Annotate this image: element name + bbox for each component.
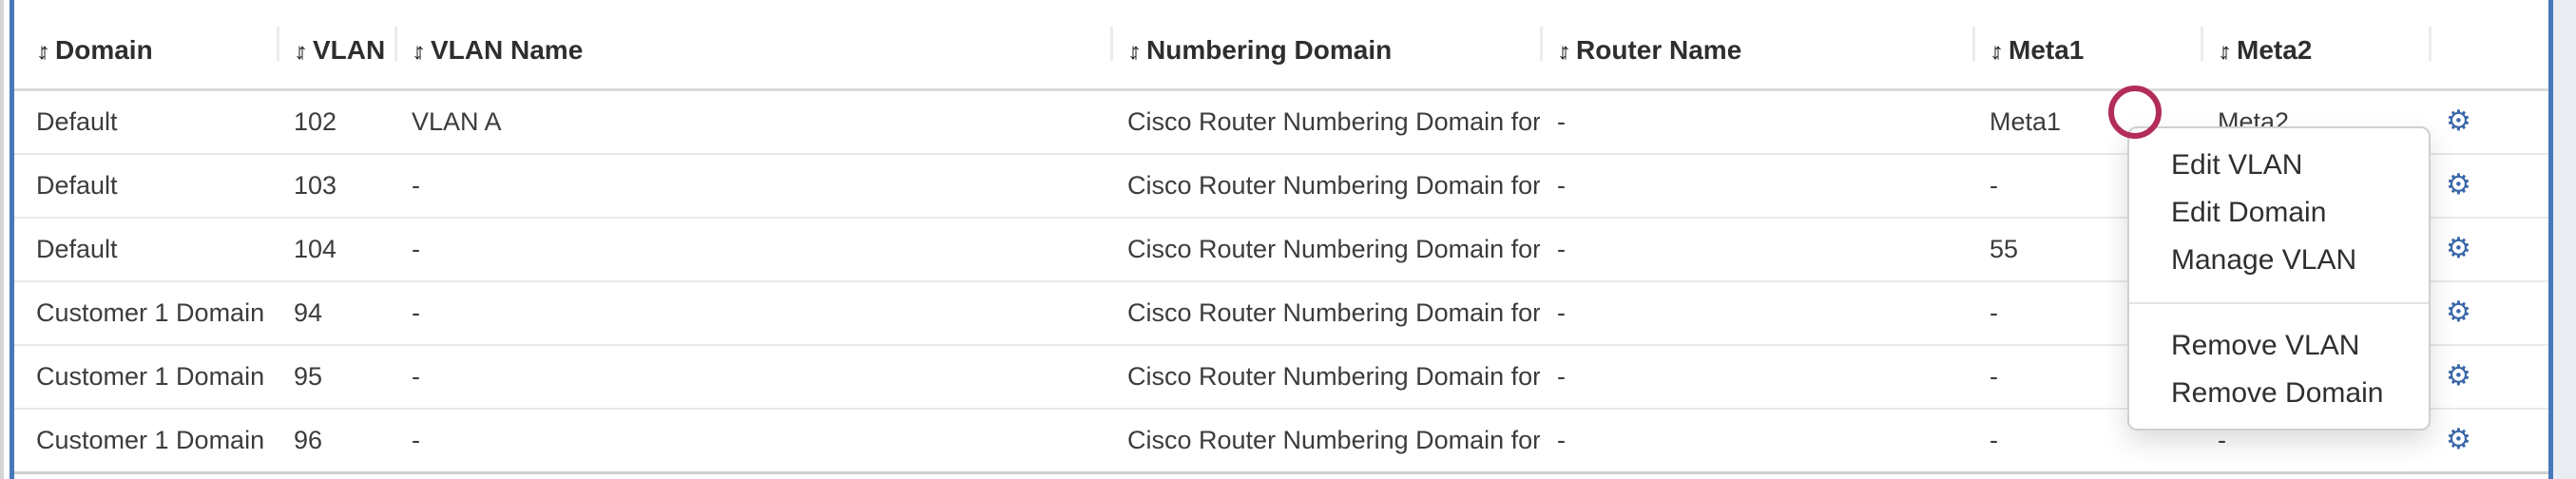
column-label: Numbering Domain [1146,34,1393,65]
cell-router-name: - [1540,89,1972,155]
sort-icon: ↓↑ [1127,38,1142,65]
table-row: Customer 1 Domain 95 - Cisco Router Numb… [14,345,2548,410]
gear-icon[interactable]: ⚙ [2446,105,2471,138]
cell-numbering-domain: Cisco Router Numbering Domain for ... [1110,218,1540,282]
sort-icon: ↓↑ [294,38,308,65]
cell-vlan: 104 [277,218,394,282]
column-label: VLAN Name [431,34,584,65]
sort-icon: ↓↑ [2218,38,2232,65]
sort-icon: ↓↑ [1557,38,1571,65]
vlan-table: ↓↑Domain ↓↑VLAN ↓↑VLAN Name ↓↑Numbering … [14,0,2548,474]
cell-domain: Default [14,154,277,219]
cell-router-name: - [1540,218,1972,282]
sort-icon: ↓↑ [412,38,426,65]
table-row: Default 104 - Cisco Router Numbering Dom… [14,218,2548,282]
column-label: Meta2 [2237,34,2313,65]
menu-divider [2129,302,2429,304]
cell-actions: ⚙ [2429,345,2548,410]
gear-icon[interactable]: ⚙ [2446,168,2471,201]
cell-vlan: 103 [277,154,394,219]
cell-actions: ⚙ [2429,218,2548,282]
cell-domain: Customer 1 Domain [14,345,277,410]
column-header-router-name[interactable]: ↓↑Router Name [1540,0,1972,91]
cell-vlan-name: VLAN A [394,89,1110,155]
cell-vlan: 102 [277,89,394,155]
cell-domain: Customer 1 Domain [14,281,277,346]
column-header-meta1[interactable]: ↓↑Meta1 [1972,0,2201,91]
menu-item-manage-vlan[interactable]: Manage VLAN [2171,244,2357,276]
cell-vlan-name: - [394,281,1110,346]
cell-numbering-domain: Cisco Router Numbering Domain for ... [1110,345,1540,410]
gear-icon[interactable]: ⚙ [2446,359,2471,393]
cell-vlan-name: - [394,345,1110,410]
cell-domain: Default [14,89,277,155]
column-header-domain[interactable]: ↓↑Domain [14,0,277,91]
column-header-vlan-name[interactable]: ↓↑VLAN Name [394,0,1110,91]
table-body: Default 102 VLAN A Cisco Router Numberin… [14,89,2548,474]
column-label: Meta1 [2009,34,2085,65]
sort-icon: ↓↑ [1990,38,2004,65]
sort-icon: ↓↑ [36,38,50,65]
menu-item-remove-vlan[interactable]: Remove VLAN [2171,330,2360,361]
cell-domain: Default [14,218,277,282]
cell-actions: ⚙ [2429,154,2548,219]
cell-vlan-name: - [394,409,1110,474]
cell-domain: Customer 1 Domain [14,409,277,474]
page-edge-strip [0,0,4,479]
panel-border-right [2548,0,2553,479]
click-annotation-circle [2108,86,2162,139]
cell-actions: ⚙ [2429,281,2548,346]
cell-vlan: 95 [277,345,394,410]
page-background-right [2553,0,2576,479]
cell-vlan: 94 [277,281,394,346]
menu-item-edit-vlan[interactable]: Edit VLAN [2171,149,2303,181]
cell-vlan-name: - [394,154,1110,219]
header-row: ↓↑Domain ↓↑VLAN ↓↑VLAN Name ↓↑Numbering … [14,0,2548,91]
column-label: Router Name [1576,34,1742,65]
cell-actions: ⚙ [2429,409,2548,474]
cell-router-name: - [1540,345,1972,410]
column-label: Domain [55,34,153,65]
gear-icon[interactable]: ⚙ [2446,423,2471,456]
gear-icon[interactable]: ⚙ [2446,296,2471,329]
cell-numbering-domain: Cisco Router Numbering Domain for ... [1110,281,1540,346]
panel-border-left [10,0,14,479]
column-label: VLAN [313,34,386,65]
cell-numbering-domain: Cisco Router Numbering Domain for ... [1110,409,1540,474]
column-header-numbering-domain[interactable]: ↓↑Numbering Domain [1110,0,1540,91]
column-header-vlan[interactable]: ↓↑VLAN [277,0,394,91]
cell-router-name: - [1540,281,1972,346]
row-context-menu: Edit VLAN Edit Domain Manage VLAN Remove… [2127,126,2431,431]
column-header-actions [2429,0,2548,91]
cell-numbering-domain: Cisco Router Numbering Domain for ... [1110,89,1540,155]
cell-vlan-name: - [394,218,1110,282]
column-header-meta2[interactable]: ↓↑Meta2 [2201,0,2429,91]
cell-meta1: Meta1 [1972,89,2201,155]
gear-icon[interactable]: ⚙ [2446,232,2471,265]
table-header: ↓↑Domain ↓↑VLAN ↓↑VLAN Name ↓↑Numbering … [14,0,2548,91]
menu-item-edit-domain[interactable]: Edit Domain [2171,197,2327,228]
cell-router-name: - [1540,154,1972,219]
cell-router-name: - [1540,409,1972,474]
cell-vlan: 96 [277,409,394,474]
menu-item-remove-domain[interactable]: Remove Domain [2171,377,2384,409]
cell-actions: ⚙ [2429,89,2548,155]
cell-numbering-domain: Cisco Router Numbering Domain for ... [1110,154,1540,219]
